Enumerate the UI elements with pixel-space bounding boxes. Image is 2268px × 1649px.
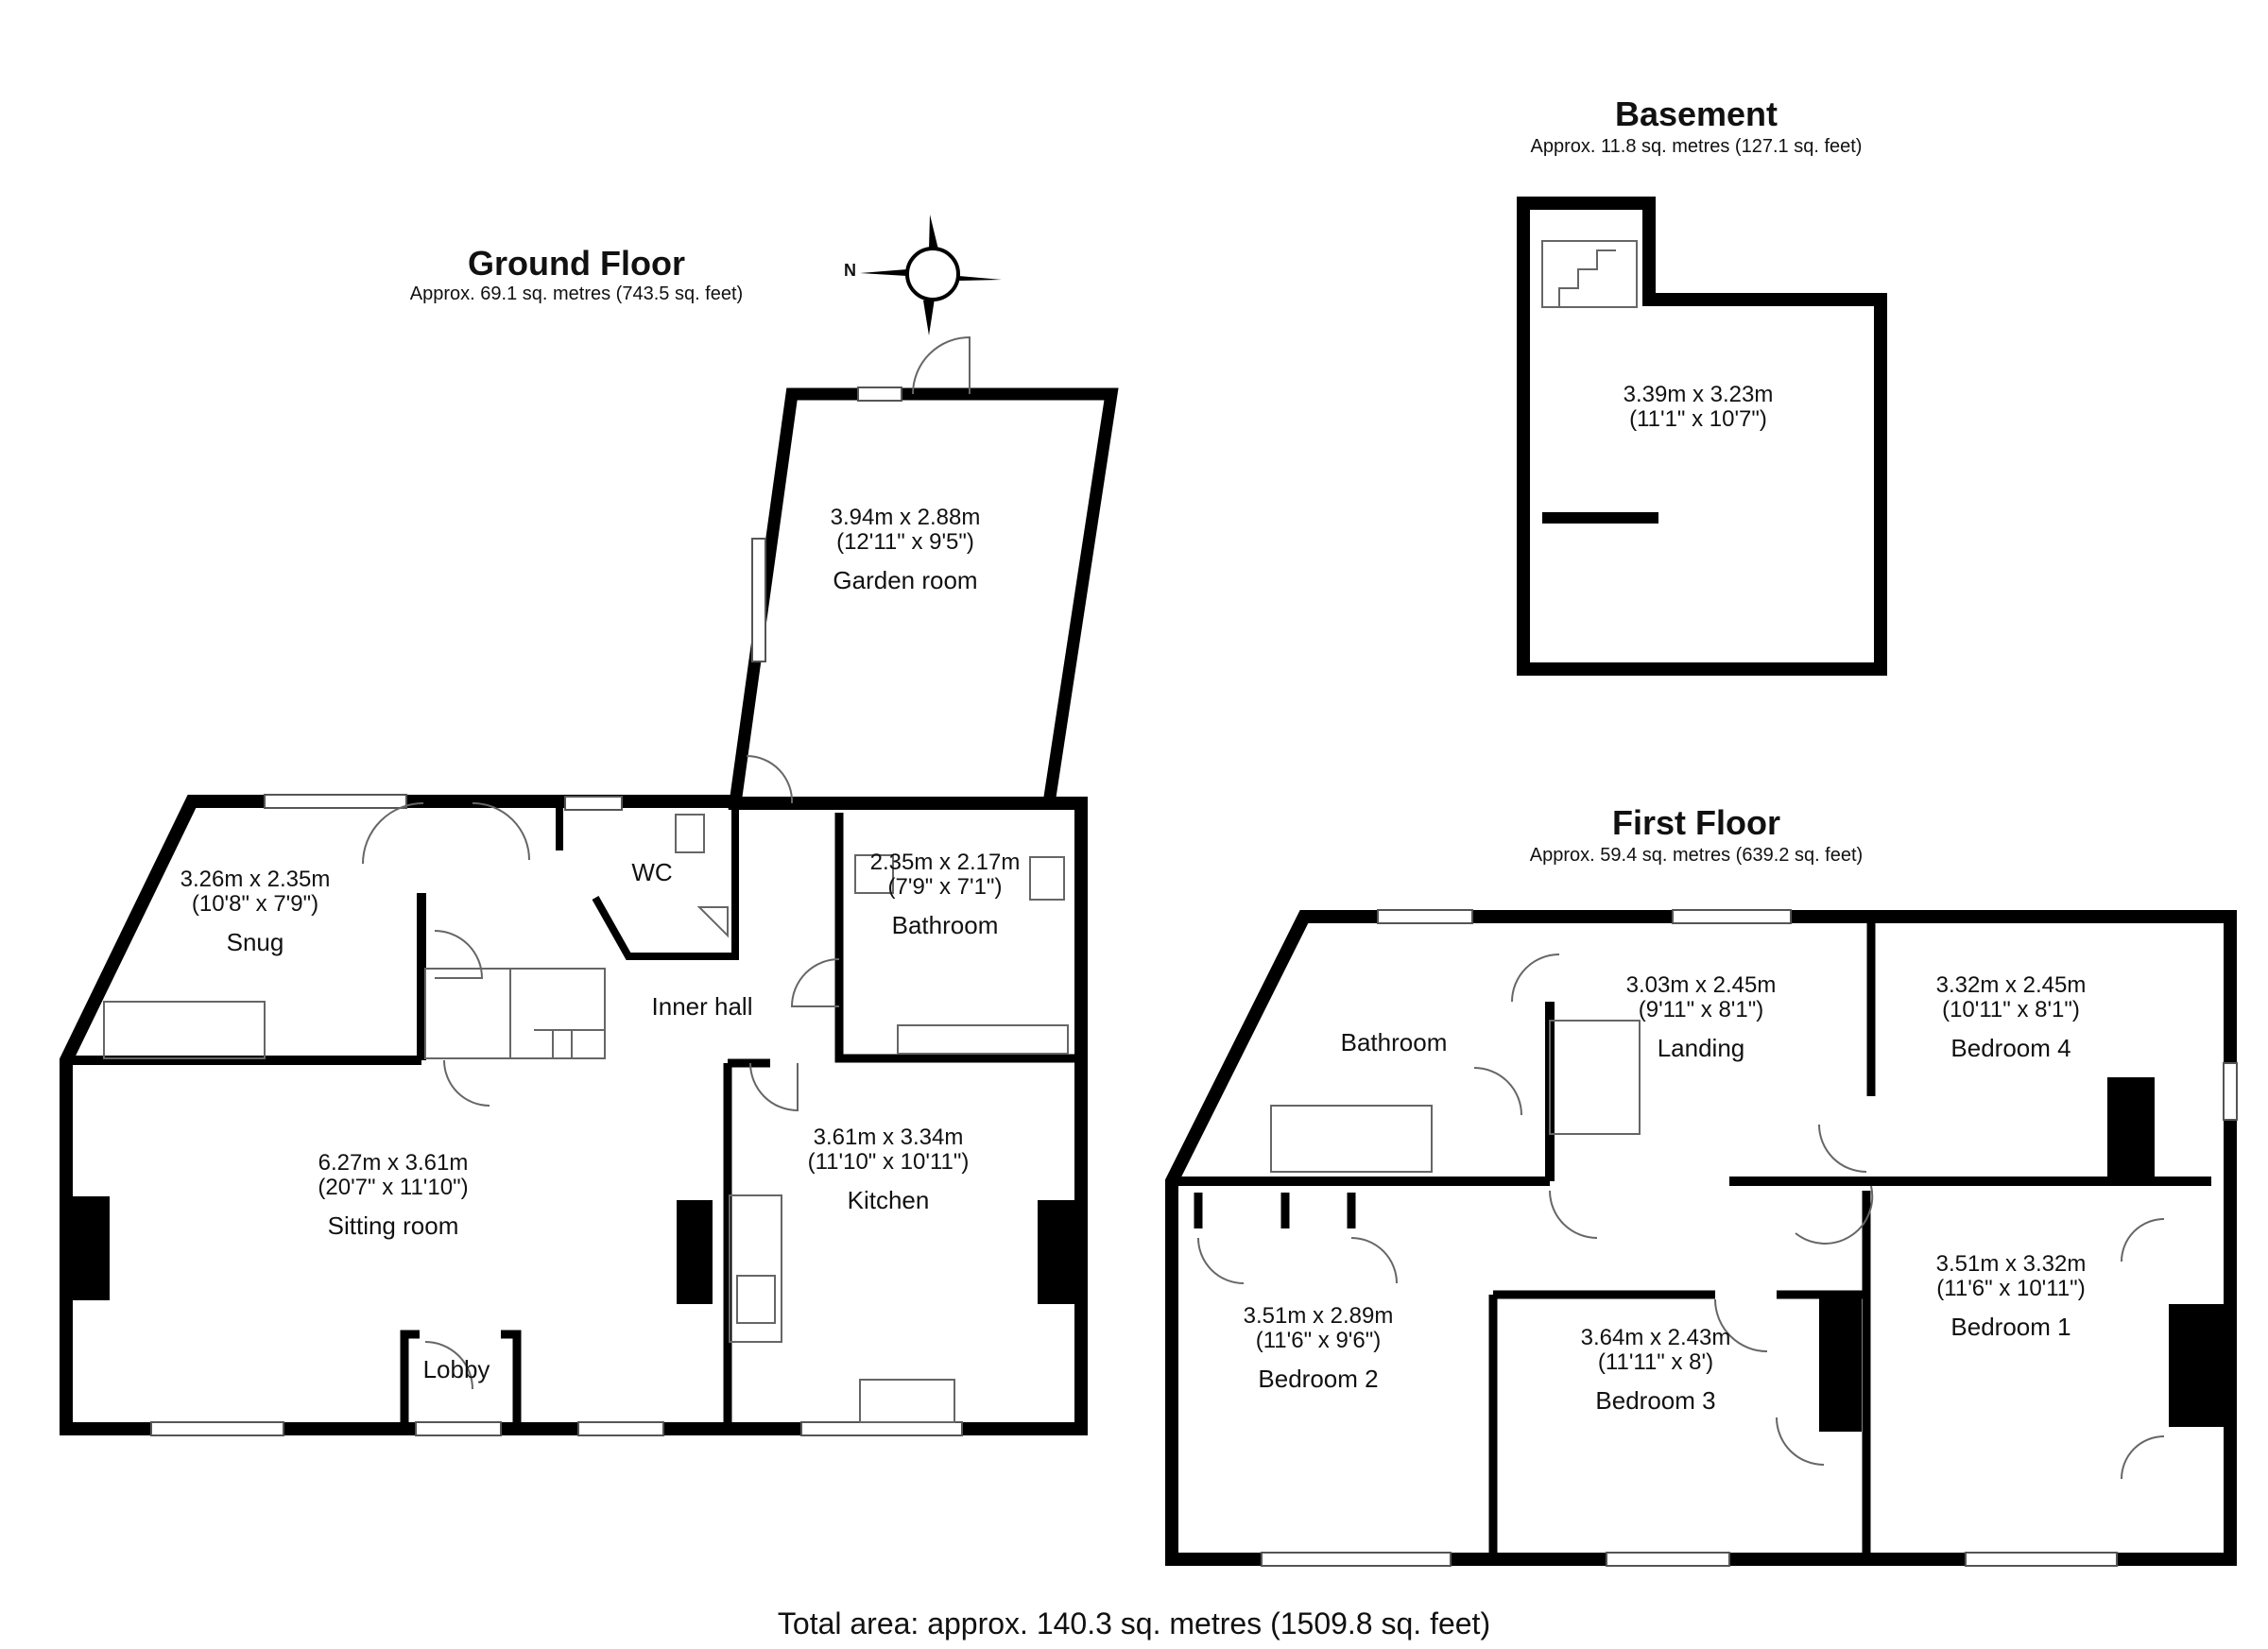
room-bedroom-2: 3.51m x 2.89m (11'6" x 9'6") Bedroom 2 — [1243, 1303, 1394, 1393]
room-name: Garden room — [833, 566, 978, 594]
room-dimensions-metric: 3.51m x 2.89m — [1243, 1303, 1394, 1329]
room-name: Bedroom 3 — [1595, 1386, 1716, 1415]
room-snug: 3.26m x 2.35m (10'8" x 7'9") Snug — [180, 867, 331, 956]
room-name: Bathroom — [1340, 1028, 1448, 1056]
compass-north-label: N — [844, 261, 856, 280]
room-garden-room: 3.94m x 2.88m (12'11" x 9'5") Garden roo… — [831, 506, 981, 593]
room-bedroom-4: 3.32m x 2.45m (10'11" x 8'1") Bedroom 4 — [1935, 972, 2087, 1062]
room-dimensions-metric: 3.39m x 3.23m — [1623, 382, 1774, 407]
room-name: Lobby — [422, 1355, 490, 1383]
room-dimensions-imperial: (11'1" x 10'7") — [1629, 406, 1767, 432]
ground-floor-plan — [60, 335, 1119, 1436]
room-dimensions-metric: 3.64m x 2.43m — [1580, 1325, 1731, 1350]
room-dimensions-imperial: (11'10" x 10'11") — [807, 1149, 970, 1175]
room-sitting-room: 6.27m x 3.61m (20'7" x 11'10") Sitting r… — [318, 1150, 469, 1240]
room-name: Sitting room — [327, 1211, 459, 1240]
room-lobby: Lobby — [423, 1357, 490, 1382]
ground-floor-area: Approx. 69.1 sq. metres (743.5 sq. feet) — [409, 283, 744, 304]
room-dimensions-imperial: (11'11" x 8') — [1597, 1349, 1714, 1375]
room-dimensions-metric: 3.32m x 2.45m — [1935, 972, 2087, 998]
room-dimensions-imperial: (10'11" x 8'1") — [1942, 997, 2080, 1022]
room-inner-hall: Inner hall — [652, 994, 753, 1019]
first-floor-plan — [1165, 909, 2238, 1567]
room-name: Bedroom 2 — [1258, 1365, 1379, 1393]
room-name: Bathroom — [891, 911, 999, 939]
room-dimensions-imperial: (7'9" x 7'1") — [887, 874, 1003, 900]
room-ground-bathroom: 2.35m x 2.17m (7'9" x 7'1") Bathroom — [869, 850, 1021, 939]
room-dimensions-metric: 3.51m x 3.32m — [1935, 1251, 2087, 1277]
room-kitchen: 3.61m x 3.34m (11'10" x 10'11") Kitchen — [807, 1125, 970, 1214]
room-dimensions-imperial: (20'7" x 11'10") — [318, 1175, 469, 1200]
room-dimensions-metric: 3.94m x 2.88m — [830, 505, 981, 530]
room-name: WC — [631, 858, 673, 886]
room-name: Snug — [226, 928, 284, 956]
room-dimensions-metric: 2.35m x 2.17m — [869, 850, 1021, 875]
first-floor-title: First Floor — [1612, 803, 1780, 842]
room-dimensions-metric: 3.26m x 2.35m — [180, 867, 331, 892]
room-landing: 3.03m x 2.45m (9'11" x 8'1") Landing — [1625, 972, 1777, 1062]
room-dimensions-imperial: (9'11" x 8'1") — [1638, 997, 1764, 1022]
basement-plan — [1517, 197, 1887, 676]
room-dimensions-metric: 6.27m x 3.61m — [318, 1150, 469, 1176]
garden-room-walls — [728, 387, 1119, 810]
room-dimensions-metric: 3.61m x 3.34m — [813, 1125, 964, 1150]
basement-area: Approx. 11.8 sq. metres (127.1 sq. feet) — [1530, 136, 1863, 157]
room-wc: WC — [631, 860, 672, 885]
room-name: Kitchen — [847, 1186, 930, 1214]
room-first-bathroom: Bathroom — [1341, 1030, 1448, 1055]
room-bedroom-1: 3.51m x 3.32m (11'6" x 10'11") Bedroom 1 — [1935, 1251, 2087, 1341]
total-area: Total area: approx. 140.3 sq. metres (15… — [777, 1606, 1491, 1640]
compass-rose-icon — [860, 215, 1002, 335]
room-dimensions-metric: 3.03m x 2.45m — [1625, 972, 1777, 998]
room-dimensions-imperial: (11'6" x 10'11") — [1936, 1276, 2086, 1301]
ground-floor-title: Ground Floor — [468, 244, 685, 283]
room-dimensions-imperial: (12'11" x 9'5") — [836, 529, 974, 555]
room-bedroom-3: 3.64m x 2.43m (11'11" x 8') Bedroom 3 — [1580, 1325, 1731, 1415]
room-dimensions-imperial: (10'8" x 7'9") — [191, 891, 319, 917]
room-basement: 3.39m x 3.23m (11'1" x 10'7") — [1624, 383, 1774, 432]
room-name: Inner hall — [651, 992, 753, 1021]
ground-floor-outer-walls — [60, 795, 1088, 1435]
room-name: Landing — [1657, 1034, 1745, 1062]
basement-title: Basement — [1614, 94, 1778, 133]
room-name: Bedroom 1 — [1950, 1313, 2071, 1341]
first-floor-area: Approx. 59.4 sq. metres (639.2 sq. feet) — [1529, 845, 1864, 866]
room-dimensions-imperial: (11'6" x 9'6") — [1255, 1328, 1382, 1353]
room-name: Bedroom 4 — [1950, 1034, 2071, 1062]
